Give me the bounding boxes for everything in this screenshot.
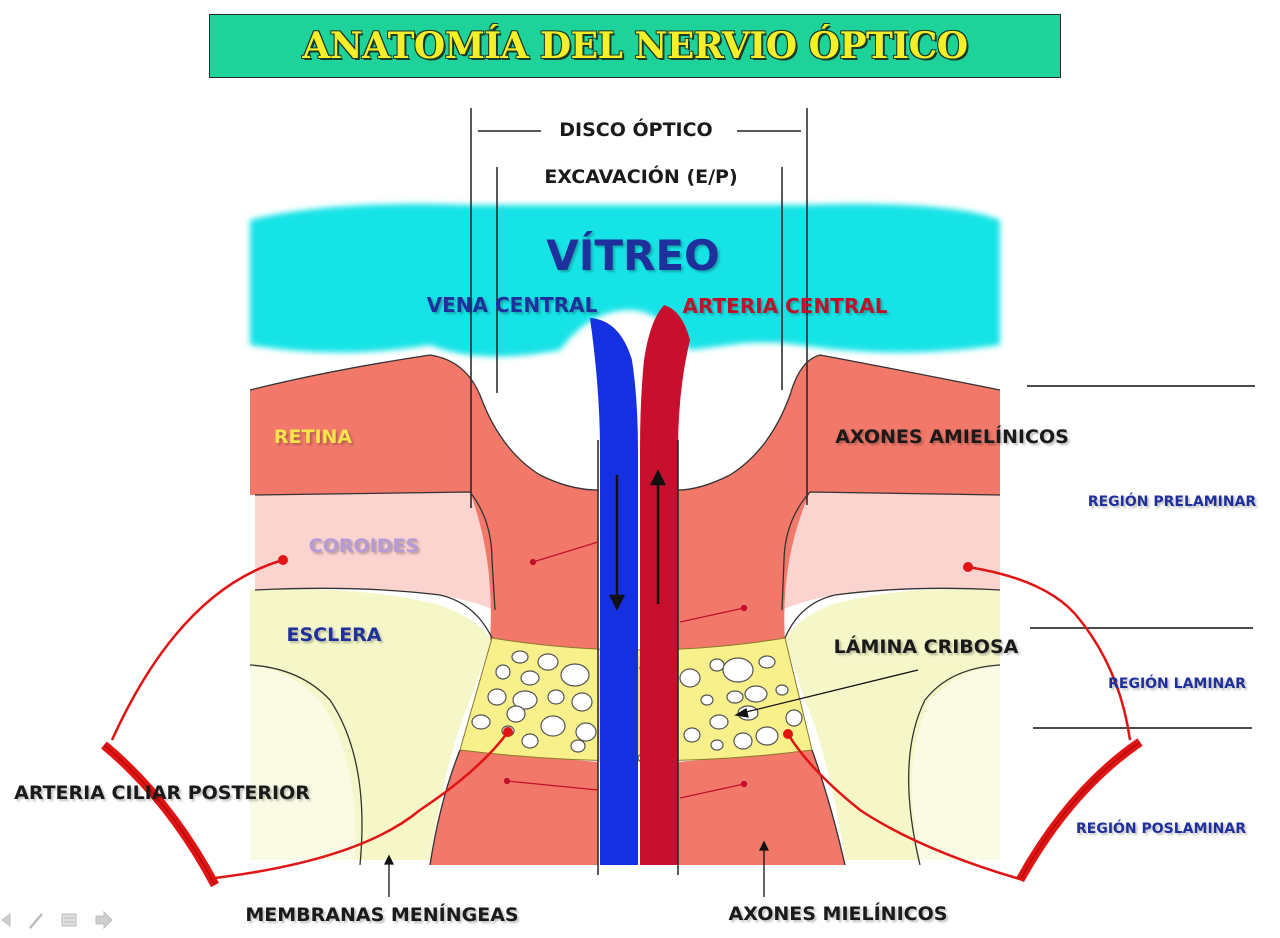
label-lamina-cribosa: LÁMINA CRIBOSA [834,635,1019,658]
sclera-left-outer [250,665,362,860]
menu-icon[interactable] [61,913,77,927]
label-axones-amielinicos: AXONES AMIELÍNICOS [835,425,1069,448]
choroid-left [255,492,495,610]
central-vein [590,318,638,865]
sclera-left [250,589,492,860]
title-banner: ANATOMÍA DEL NERVIO ÓPTICO [209,14,1061,78]
label-axones-mielinicos: AXONES MIELÍNICOS [729,902,948,925]
label-esclera: ESCLERA [286,624,381,646]
label-region-prelaminar: REGIÓN PRELAMINAR [1088,492,1257,510]
pen-icon[interactable] [29,913,43,929]
posterior-ciliary-arteries [101,558,1143,888]
artery-dots [278,555,973,739]
postlaminar-right [678,750,845,865]
label-membranas-meningeas: MEMBRANAS MENÍNGEAS [245,903,518,926]
label-excavacion: EXCAVACIÓN (E/P) [544,164,737,188]
retina-left [250,355,598,660]
choroid-right [782,492,1000,610]
flow-arrows [608,469,667,611]
label-region-laminar: REGIÓN LAMINAR [1108,674,1246,692]
label-coroides: COROIDES [309,535,419,557]
tissue-boundaries [249,354,1001,866]
pointer-lines [503,541,748,799]
region-dividers [1027,385,1255,729]
label-vitreo: VÍTREO [546,230,720,280]
label-disco-optico: DISCO ÓPTICO [559,117,712,141]
slide-nav [1,910,113,930]
annotation-arrows [383,669,919,897]
label-vena-central: VENA CENTRAL [427,293,598,317]
label-region-poslaminar: REGIÓN POSLAMINAR [1076,819,1246,837]
next-slide-icon[interactable] [95,910,113,930]
guide-lines [470,108,808,875]
retina-right [678,355,1000,660]
label-retina: RETINA [274,426,353,448]
page-title: ANATOMÍA DEL NERVIO ÓPTICO [302,25,968,67]
vitreous-region [250,204,1000,357]
label-arteria-central: ARTERIA CENTRAL [683,294,888,318]
label-arteria-ciliar-posterior: ARTERIA CILIAR POSTERIOR [14,782,310,804]
sclera-right-outer [908,665,1000,860]
postlaminar-left [430,750,598,865]
prev-slide-icon[interactable] [1,913,11,927]
